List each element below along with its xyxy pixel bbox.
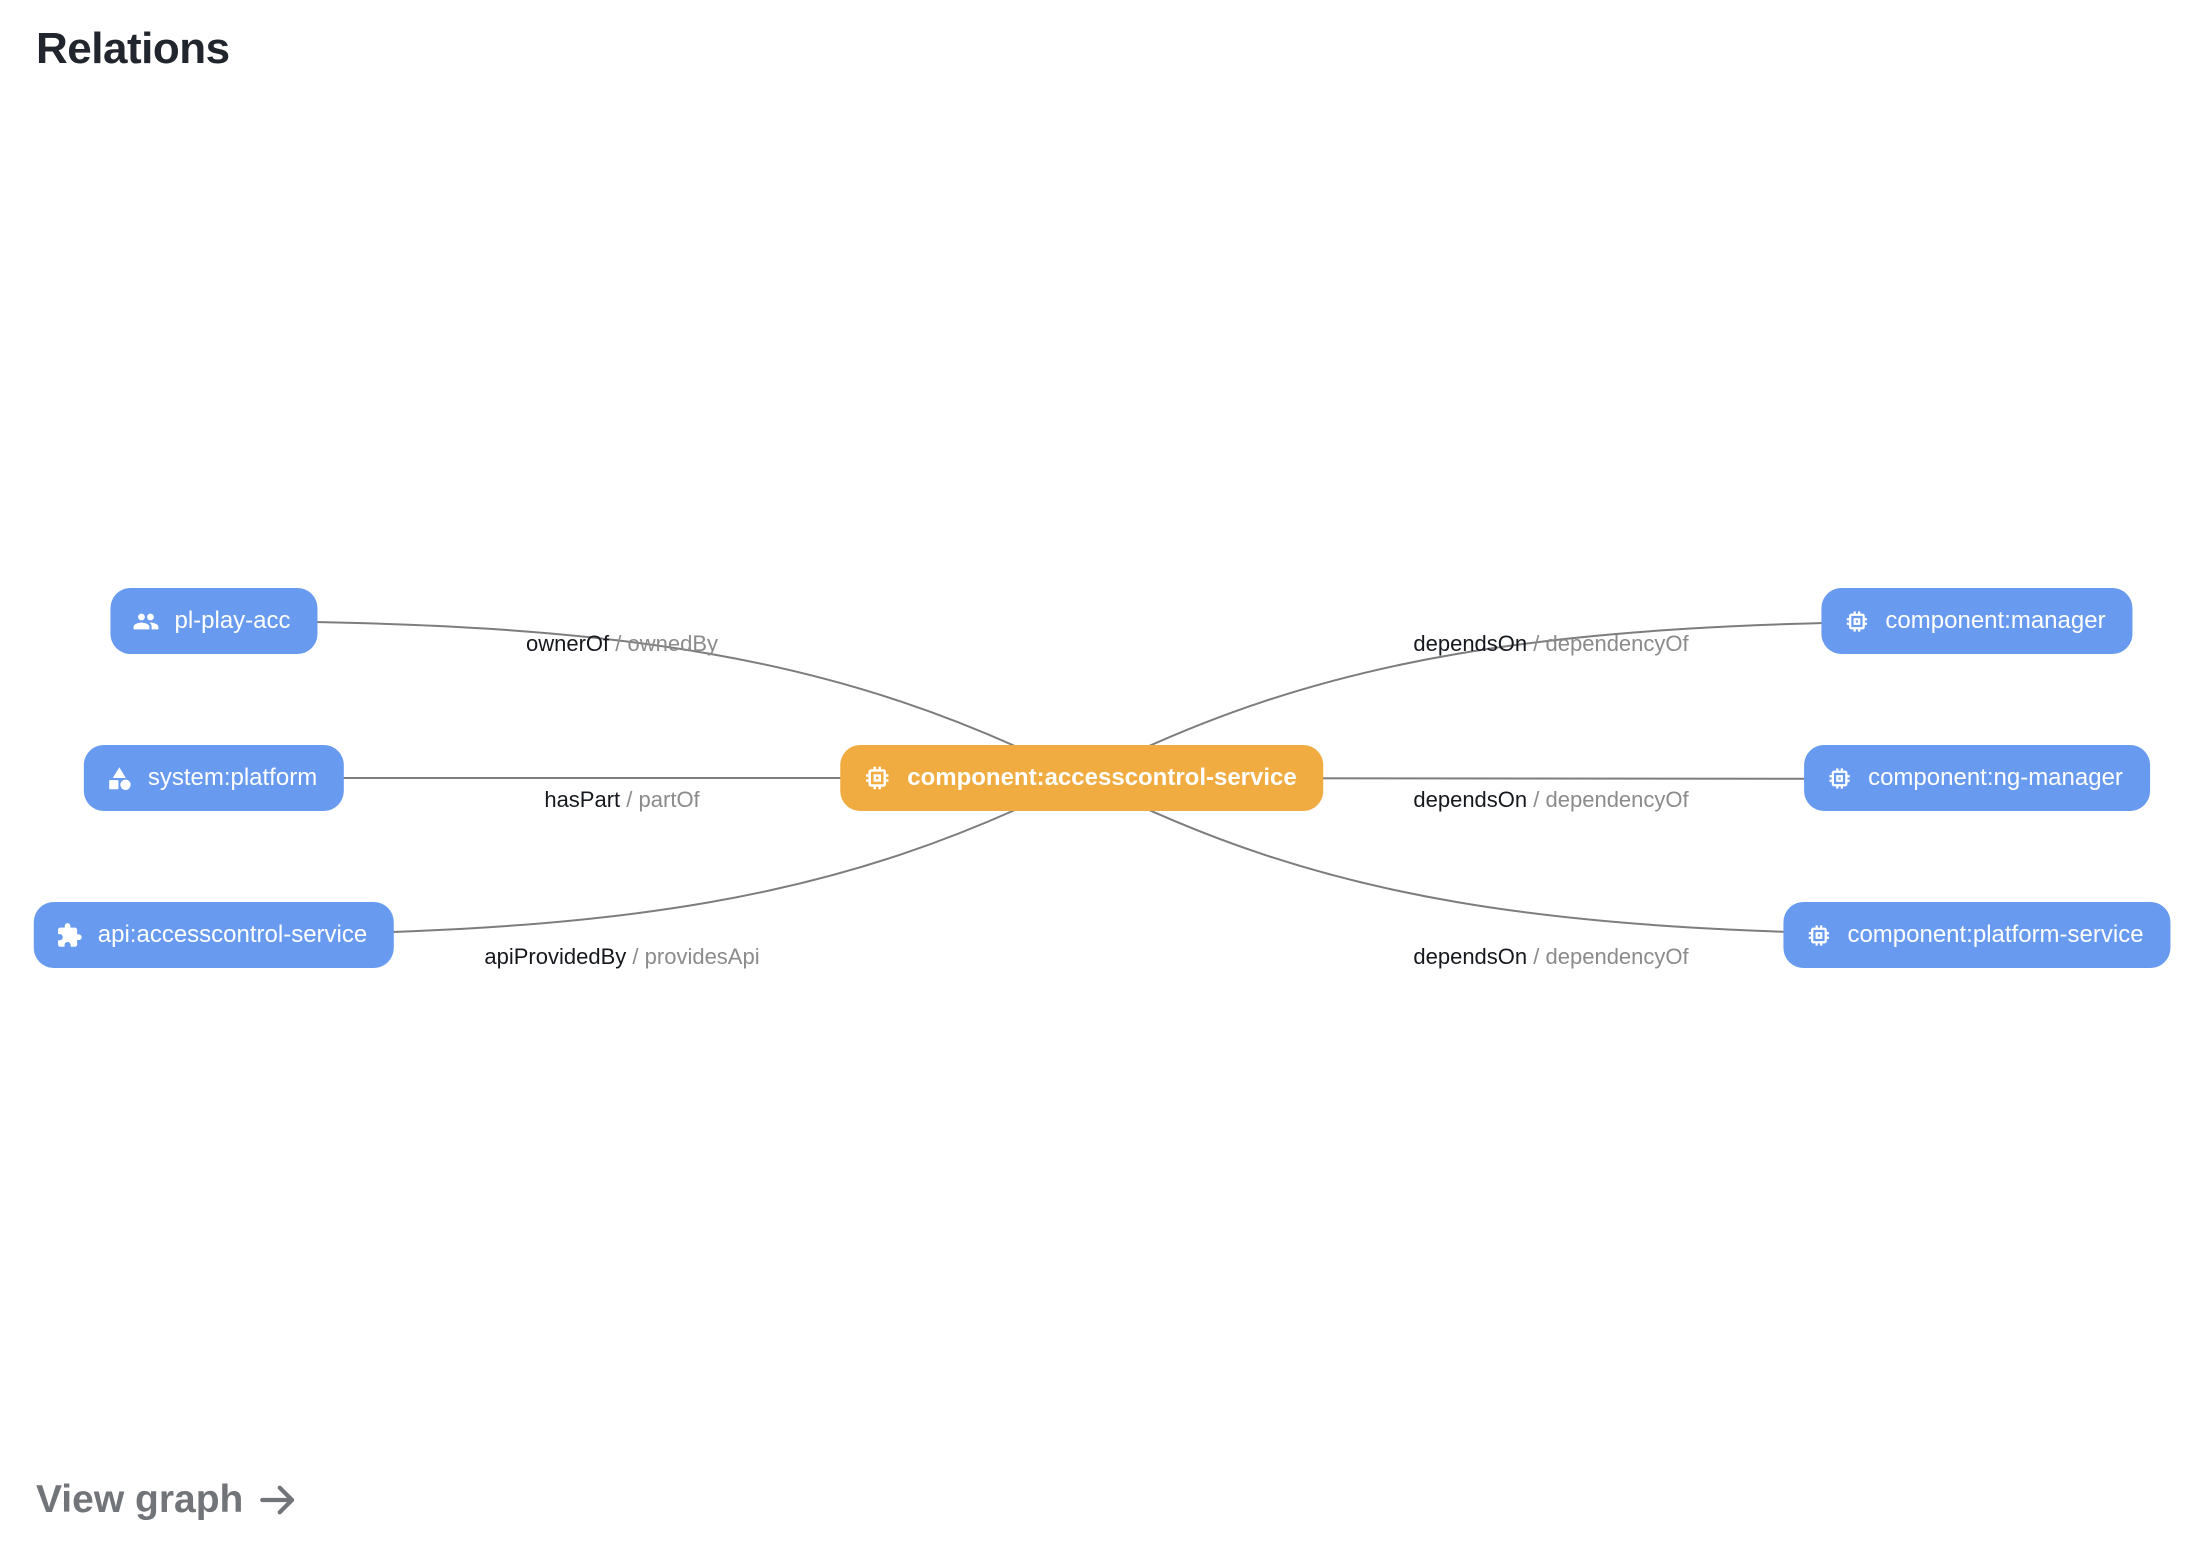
group-icon — [132, 608, 159, 635]
memory-icon — [1805, 922, 1832, 949]
node-pl-play-acc[interactable]: pl-play-acc — [110, 588, 318, 654]
page-title: Relations — [36, 24, 230, 73]
relation-forward: dependsOn — [1413, 944, 1528, 969]
relation-forward: dependsOn — [1413, 631, 1528, 656]
extension-icon — [56, 922, 83, 949]
node-api-accesscontrol-service[interactable]: api:accesscontrol-service — [33, 902, 395, 968]
edge-label-dependson-3: dependsOn / dependencyOf — [1413, 944, 1688, 970]
arrow-right-icon — [257, 1479, 299, 1521]
edge-ownerof — [213, 620, 1083, 779]
node-component-manager[interactable]: component:manager — [1821, 588, 2133, 654]
view-graph-label: View graph — [36, 1478, 244, 1521]
relation-reverse: dependencyOf — [1545, 787, 1689, 812]
relation-separator: / — [632, 944, 639, 969]
relation-separator: / — [1533, 944, 1540, 969]
edge-label-apiprovidedby: apiProvidedBy / providesApi — [484, 944, 759, 970]
relation-separator: / — [615, 631, 622, 656]
edge-label-haspart: hasPart / partOf — [544, 787, 699, 813]
node-label: component:platform-service — [1847, 921, 2144, 948]
node-label: component:accesscontrol-service — [907, 764, 1297, 791]
relation-reverse: dependencyOf — [1545, 944, 1689, 969]
memory-icon — [862, 763, 892, 793]
edge-label-dependson-2: dependsOn / dependencyOf — [1413, 787, 1688, 813]
node-system-platform[interactable]: system:platform — [83, 745, 345, 811]
node-component-accesscontrol-service[interactable]: component:accesscontrol-service — [840, 745, 1324, 811]
node-label: pl-play-acc — [174, 607, 291, 634]
relation-separator: / — [1533, 787, 1540, 812]
relation-reverse: ownedBy — [627, 631, 719, 656]
memory-icon — [1826, 765, 1853, 792]
category-icon — [106, 765, 133, 792]
relation-forward: ownerOf — [525, 631, 610, 656]
edge-label-ownerof: ownerOf / ownedBy — [526, 631, 718, 657]
edge-label-dependson-1: dependsOn / dependencyOf — [1413, 631, 1688, 657]
relation-reverse: dependencyOf — [1545, 631, 1689, 656]
relation-forward: hasPart — [544, 787, 621, 812]
relation-reverse: partOf — [638, 787, 700, 812]
relation-forward: apiProvidedBy — [484, 944, 627, 969]
node-component-ng-manager[interactable]: component:ng-manager — [1804, 745, 2150, 811]
view-graph-link[interactable]: View graph — [36, 1478, 299, 1522]
relation-separator: / — [1533, 631, 1540, 656]
node-label: system:platform — [147, 764, 318, 791]
node-label: component:manager — [1885, 607, 2106, 634]
node-label: component:ng-manager — [1868, 764, 2123, 791]
relation-reverse: providesApi — [644, 944, 760, 969]
relation-separator: / — [626, 787, 633, 812]
node-component-platform-service[interactable]: component:platform-service — [1783, 902, 2171, 968]
memory-icon — [1843, 608, 1870, 635]
relation-forward: dependsOn — [1413, 787, 1528, 812]
node-label: api:accesscontrol-service — [97, 921, 368, 948]
edge-dependson-1 — [1081, 620, 1978, 779]
